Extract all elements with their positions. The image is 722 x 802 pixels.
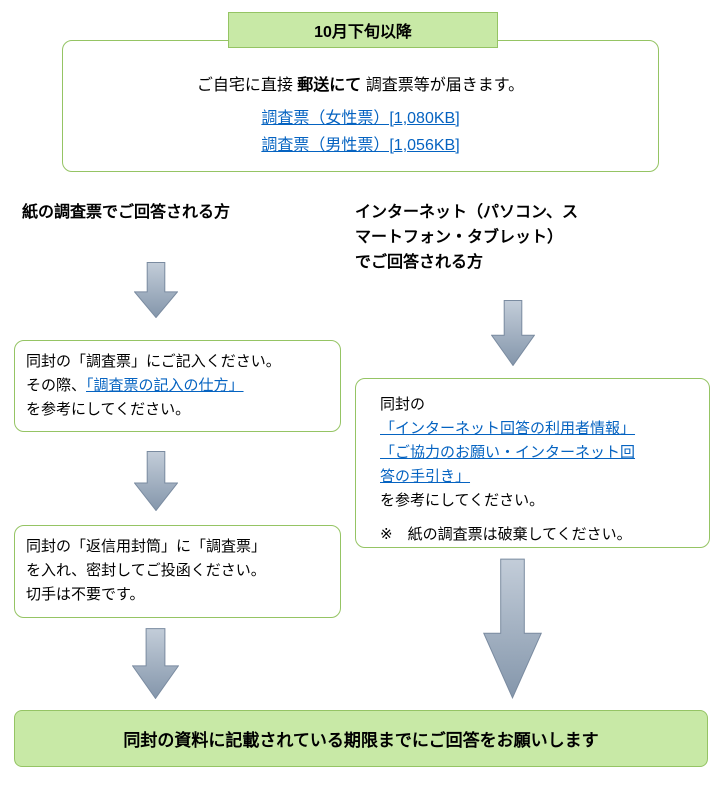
- questionnaire-female-row: 調査票（女性票）[1,080KB]: [63, 105, 658, 132]
- delivery-text-mail-emphasis: 郵送にて: [297, 77, 362, 94]
- delivery-info-box: ご自宅に直接 郵送にて 調査票等が届きます。 調査票（女性票）[1,080KB]…: [62, 40, 659, 172]
- paper-step2-line1: 同封の「返信用封筒」に「調査票」: [26, 538, 267, 555]
- delivery-text-post: 調査票等が届きます。: [361, 77, 525, 94]
- down-arrow-icon: [132, 628, 179, 699]
- internet-guide-link-line2: 答の手引き」: [380, 468, 471, 485]
- deadline-footer-label: 同封の資料に記載されている期限までにご回答をお願いします: [123, 731, 599, 750]
- delivery-text-pre: ご自宅に直接: [196, 77, 298, 94]
- down-arrow-icon: [491, 300, 535, 366]
- internet-heading-line-2: マートフォン・タブレット）: [355, 229, 564, 246]
- internet-heading-line-1: インターネット（パソコン、ス: [355, 204, 579, 221]
- paper-column-heading: 紙の調査票でご回答される方: [22, 204, 231, 221]
- paper-step1-line1: 同封の「調査票」にご記入ください。: [26, 353, 281, 370]
- internet-guide-link-line1: 「ご協力のお願い・インターネット回: [380, 444, 636, 461]
- discard-paper-note: ※ 紙の調査票は破棄してください。: [380, 526, 632, 543]
- questionnaire-female-link[interactable]: 調査票（女性票）[1,080KB]: [261, 110, 460, 127]
- internet-step1-box: 同封の 「インターネット回答の利用者情報」 「ご協力のお願い・インターネット回答…: [355, 378, 710, 548]
- internet-step1-line2: を参考にしてください。: [380, 492, 545, 509]
- down-arrow-icon: [134, 262, 178, 318]
- questionnaire-male-link[interactable]: 調査票（男性票）[1,056KB]: [261, 137, 460, 154]
- questionnaire-male-row: 調査票（男性票）[1,056KB]: [63, 132, 658, 159]
- down-arrow-icon: [483, 558, 542, 699]
- paper-step1-box: 同封の「調査票」にご記入ください。 その際、「調査票の記入の仕方」 を参考にして…: [14, 340, 341, 432]
- internet-user-info-link[interactable]: 「インターネット回答の利用者情報」: [380, 420, 636, 437]
- deadline-footer-box: 同封の資料に記載されている期限までにご回答をお願いします: [14, 710, 708, 767]
- down-arrow-icon: [134, 451, 178, 511]
- internet-step1-link1-row: 「インターネット回答の利用者情報」: [380, 417, 699, 441]
- internet-column-heading: インターネット（パソコン、ス マートフォン・タブレット） でご回答される方: [355, 200, 578, 275]
- paper-step2-box: 同封の「返信用封筒」に「調査票」 を入れ、密封してご投函ください。 切手は不要で…: [14, 525, 341, 618]
- paper-step2-line3: 切手は不要です。: [26, 586, 145, 603]
- paper-step2-line2: を入れ、密封してご投函ください。: [26, 562, 266, 579]
- internet-guide-link[interactable]: 「ご協力のお願い・インターネット回答の手引き」: [380, 444, 635, 485]
- paper-step1-line2-pre: その際、: [26, 377, 87, 394]
- internet-step1-line1: 同封の: [380, 396, 426, 413]
- how-to-fill-questionnaire-link[interactable]: 「調査票の記入の仕方」: [86, 377, 244, 394]
- timing-header-box: 10月下旬以降: [228, 12, 498, 48]
- timing-header-label: 10月下旬以降: [314, 24, 412, 41]
- delivery-text: ご自宅に直接 郵送にて 調査票等が届きます。: [63, 71, 658, 95]
- paper-step1-line2: その際、「調査票の記入の仕方」: [26, 374, 332, 398]
- paper-step1-line3: を参考にしてください。: [26, 401, 191, 418]
- internet-step1-link2-row: 「ご協力のお願い・インターネット回答の手引き」: [380, 441, 699, 489]
- internet-heading-line-3: でご回答される方: [355, 254, 484, 271]
